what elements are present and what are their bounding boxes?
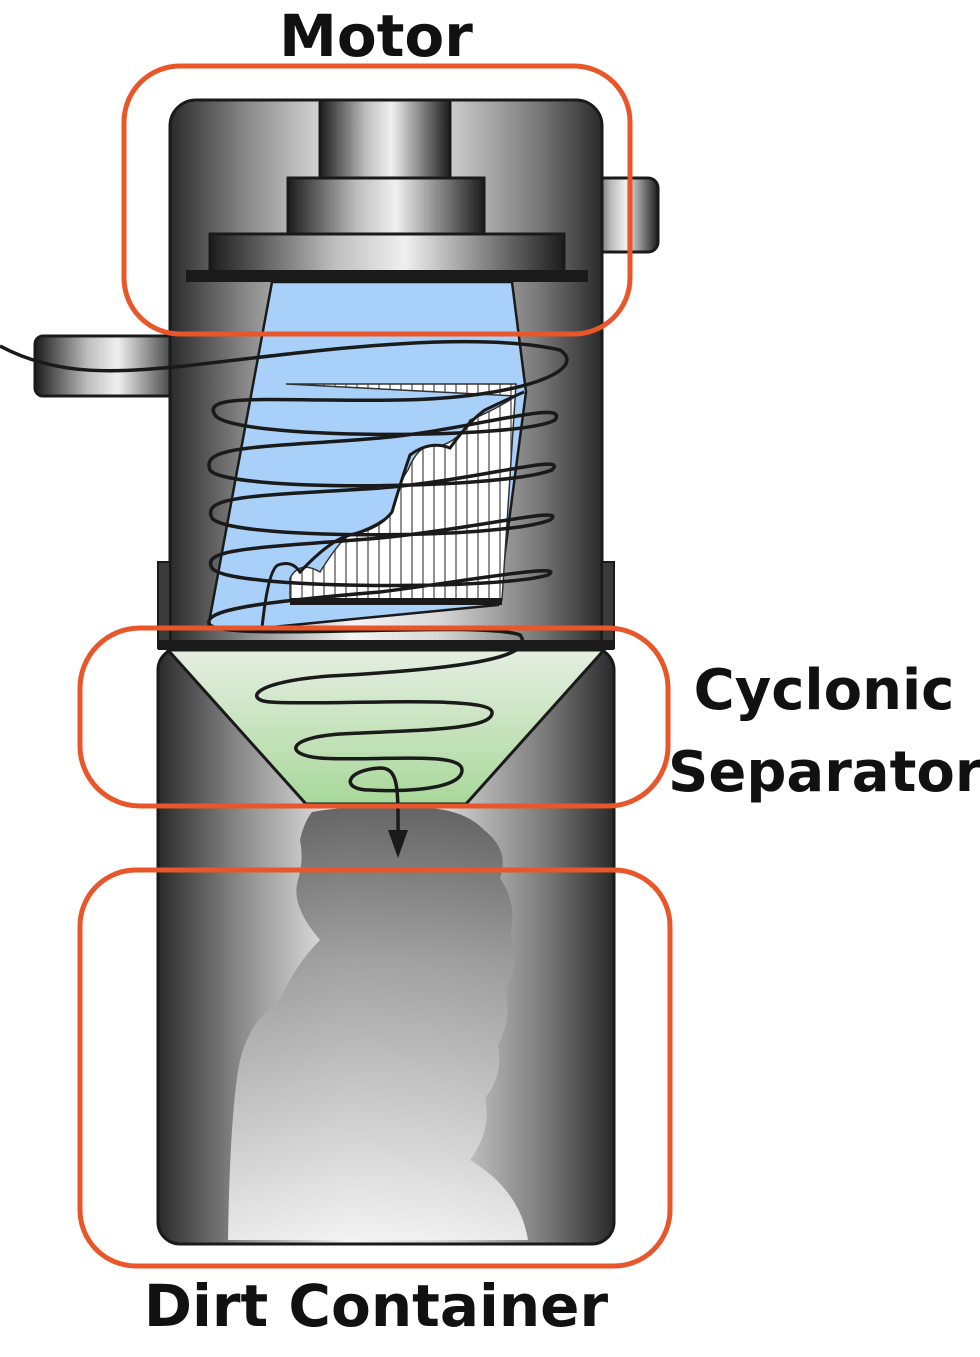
motor-plate (186, 270, 588, 282)
air-path-spiral (0, 339, 569, 851)
dust-pile (228, 807, 528, 1240)
cyclonic-highlight-box (77, 625, 671, 809)
separator-plate (158, 640, 614, 650)
filter-dirt-edge (260, 390, 525, 629)
motor-highlight-box (121, 63, 633, 337)
cyclonic-label-line1: Cyclonic (693, 658, 955, 723)
motor-label: Motor (279, 2, 473, 70)
motor-shaft (318, 98, 452, 182)
dirt-container-highlight-box (77, 867, 673, 1269)
dirt-container-label: Dirt Container (143, 1272, 609, 1340)
motor-housing (286, 176, 486, 238)
right-rail (601, 561, 615, 649)
cyclonic-separator-label: Cyclonic Separator (668, 650, 980, 814)
filter-bottom-bar (290, 598, 502, 605)
cyclonic-label-line2: Separator (668, 740, 980, 805)
motor-base (208, 232, 566, 274)
left-rail (157, 561, 171, 649)
flow-arrow-head (388, 830, 408, 858)
